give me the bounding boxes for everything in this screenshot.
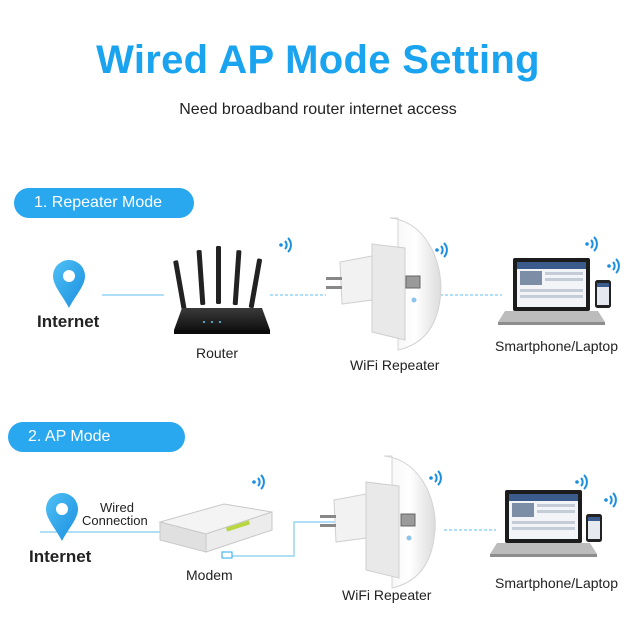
repeater-mode-badge: 1. Repeater Mode xyxy=(14,188,194,218)
wifi-signal-icon xyxy=(278,237,292,253)
location-pin-icon xyxy=(46,493,78,541)
laptop-icon xyxy=(490,490,597,557)
laptop-icon xyxy=(498,258,605,325)
internet-label: Internet xyxy=(37,312,100,331)
modem-label: Modem xyxy=(186,567,233,583)
wired-connection-line1: Wired xyxy=(100,500,134,515)
wifi-repeater-icon xyxy=(326,217,442,351)
smartphone-icon xyxy=(586,514,602,542)
page-title: Wired AP Mode Setting xyxy=(96,38,540,82)
router-icon xyxy=(173,246,270,334)
repeater-label: WiFi Repeater xyxy=(350,357,440,373)
wifi-signal-icon xyxy=(603,492,617,508)
device-label: Smartphone/Laptop xyxy=(495,575,618,591)
location-pin-icon xyxy=(53,260,85,308)
page-subtitle: Need broadband router internet access xyxy=(179,101,457,118)
wifi-signal-icon xyxy=(574,474,588,490)
wifi-repeater-icon xyxy=(320,455,436,589)
wifi-signal-icon xyxy=(584,236,598,252)
router-label: Router xyxy=(196,345,239,361)
ap-mode-badge: 2. AP Mode xyxy=(8,422,185,452)
wired-connection-line2: Connection xyxy=(82,513,148,528)
wifi-signal-icon xyxy=(434,242,448,258)
smartphone-icon xyxy=(595,280,611,308)
wifi-signal-icon xyxy=(428,470,442,486)
device-label: Smartphone/Laptop xyxy=(495,338,618,354)
modem-icon xyxy=(158,503,273,559)
wifi-signal-icon xyxy=(606,258,620,274)
internet-label: Internet xyxy=(29,547,92,566)
wifi-signal-icon xyxy=(251,474,265,490)
repeater-label: WiFi Repeater xyxy=(342,587,432,603)
